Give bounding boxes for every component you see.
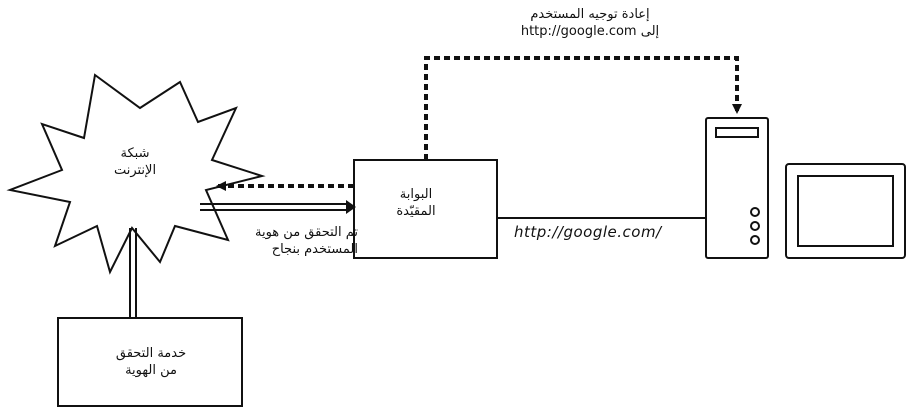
internet-label: شبكة الإنترنت <box>95 145 175 179</box>
auth-success-line2: المستخدم بنجاح <box>271 242 358 257</box>
auth-success-line1: تم التحقق من هوية <box>255 225 358 240</box>
redirect-arrow <box>424 56 742 160</box>
auth-service-label-line1: خدمة التحقق <box>115 346 187 361</box>
redirect-note-line1: إعادة توجيه المستخدم <box>530 7 650 22</box>
tower-computer-icon <box>705 117 769 259</box>
redirect-note: إعادة توجيه المستخدم إلى http://google.c… <box>490 6 690 40</box>
monitor-icon <box>785 163 906 259</box>
internet-label-line1: شبكة <box>120 146 150 161</box>
portal-label-line2: المقيّدة <box>396 204 436 219</box>
portal-label-line1: البوابة <box>399 187 433 202</box>
cloud-icon <box>6 73 266 275</box>
internet-label-line2: الإنترنت <box>113 163 157 178</box>
auth-link <box>129 228 137 318</box>
auth-service-box <box>57 317 243 407</box>
auth-success-label: تم التحقق من هوية المستخدم بنجاح <box>208 224 358 258</box>
redirect-note-prefix: إلى <box>640 24 660 39</box>
auth-service-label-line2: من الهوية <box>125 363 177 378</box>
auth-success-arrow <box>200 200 356 214</box>
redirect-note-url: http://google.com <box>520 24 637 39</box>
request-url-label: http://google.com/ <box>514 223 662 241</box>
auth-service-label: خدمة التحقق من الهوية <box>96 345 206 379</box>
portal-label: البوابة المقيّدة <box>380 186 452 220</box>
redirect-note-line2: إلى http://google.com <box>490 23 690 40</box>
